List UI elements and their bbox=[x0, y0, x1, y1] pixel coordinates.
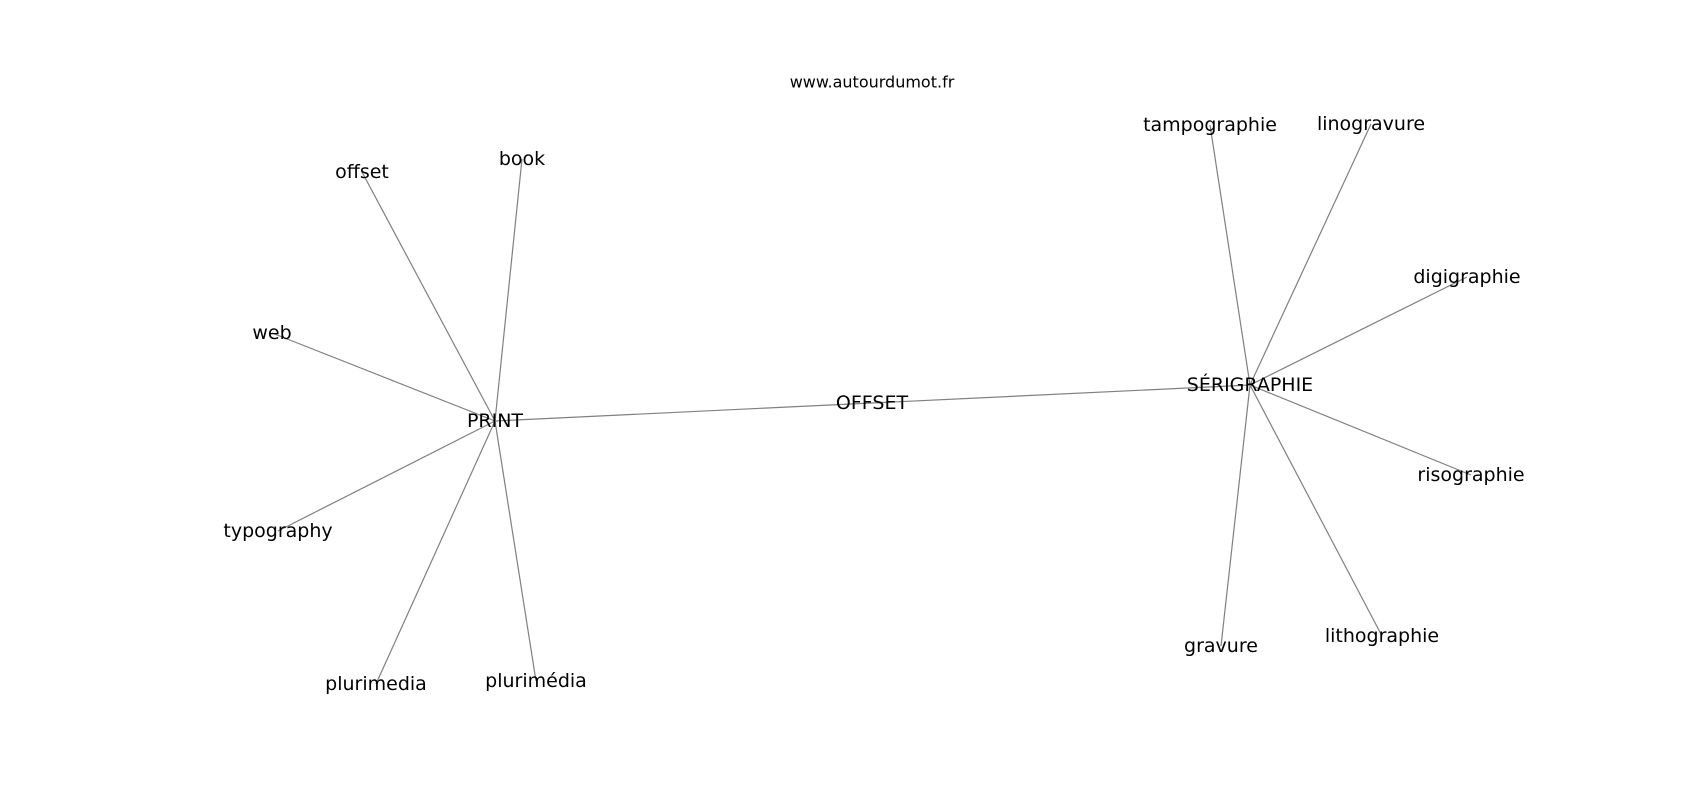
edge-offset_center-serigraphie bbox=[871, 384, 1251, 404]
node-print: PRINT bbox=[467, 410, 523, 432]
edge-print-plurimedia_accent bbox=[494, 420, 537, 682]
edge-serigraphie-lithographie bbox=[1249, 384, 1383, 637]
edge-print-book bbox=[494, 158, 523, 422]
graph-edges bbox=[271, 123, 1472, 685]
node-typography: typography bbox=[223, 520, 332, 542]
node-book: book bbox=[499, 148, 545, 170]
node-gravure: gravure bbox=[1184, 635, 1258, 657]
edge-serigraphie-gravure bbox=[1220, 384, 1251, 647]
node-tampographie: tampographie bbox=[1143, 114, 1277, 136]
graph-nodes: PRINT OFFSET SÉRIGRAPHIE offset book web typog… bbox=[223, 113, 1524, 695]
node-linogravure: linogravure bbox=[1317, 113, 1425, 135]
edge-serigraphie-risographie bbox=[1249, 384, 1472, 476]
node-offset: offset bbox=[335, 161, 389, 183]
node-serigraphie: SÉRIGRAPHIE bbox=[1187, 373, 1313, 396]
edge-print-plurimedia bbox=[375, 420, 496, 685]
edge-print-web bbox=[271, 332, 496, 422]
node-plurimedia: plurimedia bbox=[325, 673, 427, 695]
node-digigraphie: digigraphie bbox=[1413, 266, 1520, 288]
node-lithographie: lithographie bbox=[1325, 625, 1439, 647]
node-plurimedia-accent: plurimédia bbox=[485, 670, 587, 692]
edge-print-typography bbox=[277, 420, 496, 532]
edge-serigraphie-digigraphie bbox=[1249, 276, 1468, 386]
edge-print-offset bbox=[361, 171, 496, 422]
edge-print-offset_center bbox=[494, 402, 873, 422]
edge-serigraphie-tampographie bbox=[1209, 124, 1251, 386]
node-web: web bbox=[252, 322, 291, 344]
site-title: www.autourdumot.fr bbox=[790, 73, 955, 92]
edge-serigraphie-linogravure bbox=[1249, 123, 1372, 386]
node-offset-center: OFFSET bbox=[836, 392, 909, 414]
node-risographie: risographie bbox=[1417, 464, 1524, 486]
